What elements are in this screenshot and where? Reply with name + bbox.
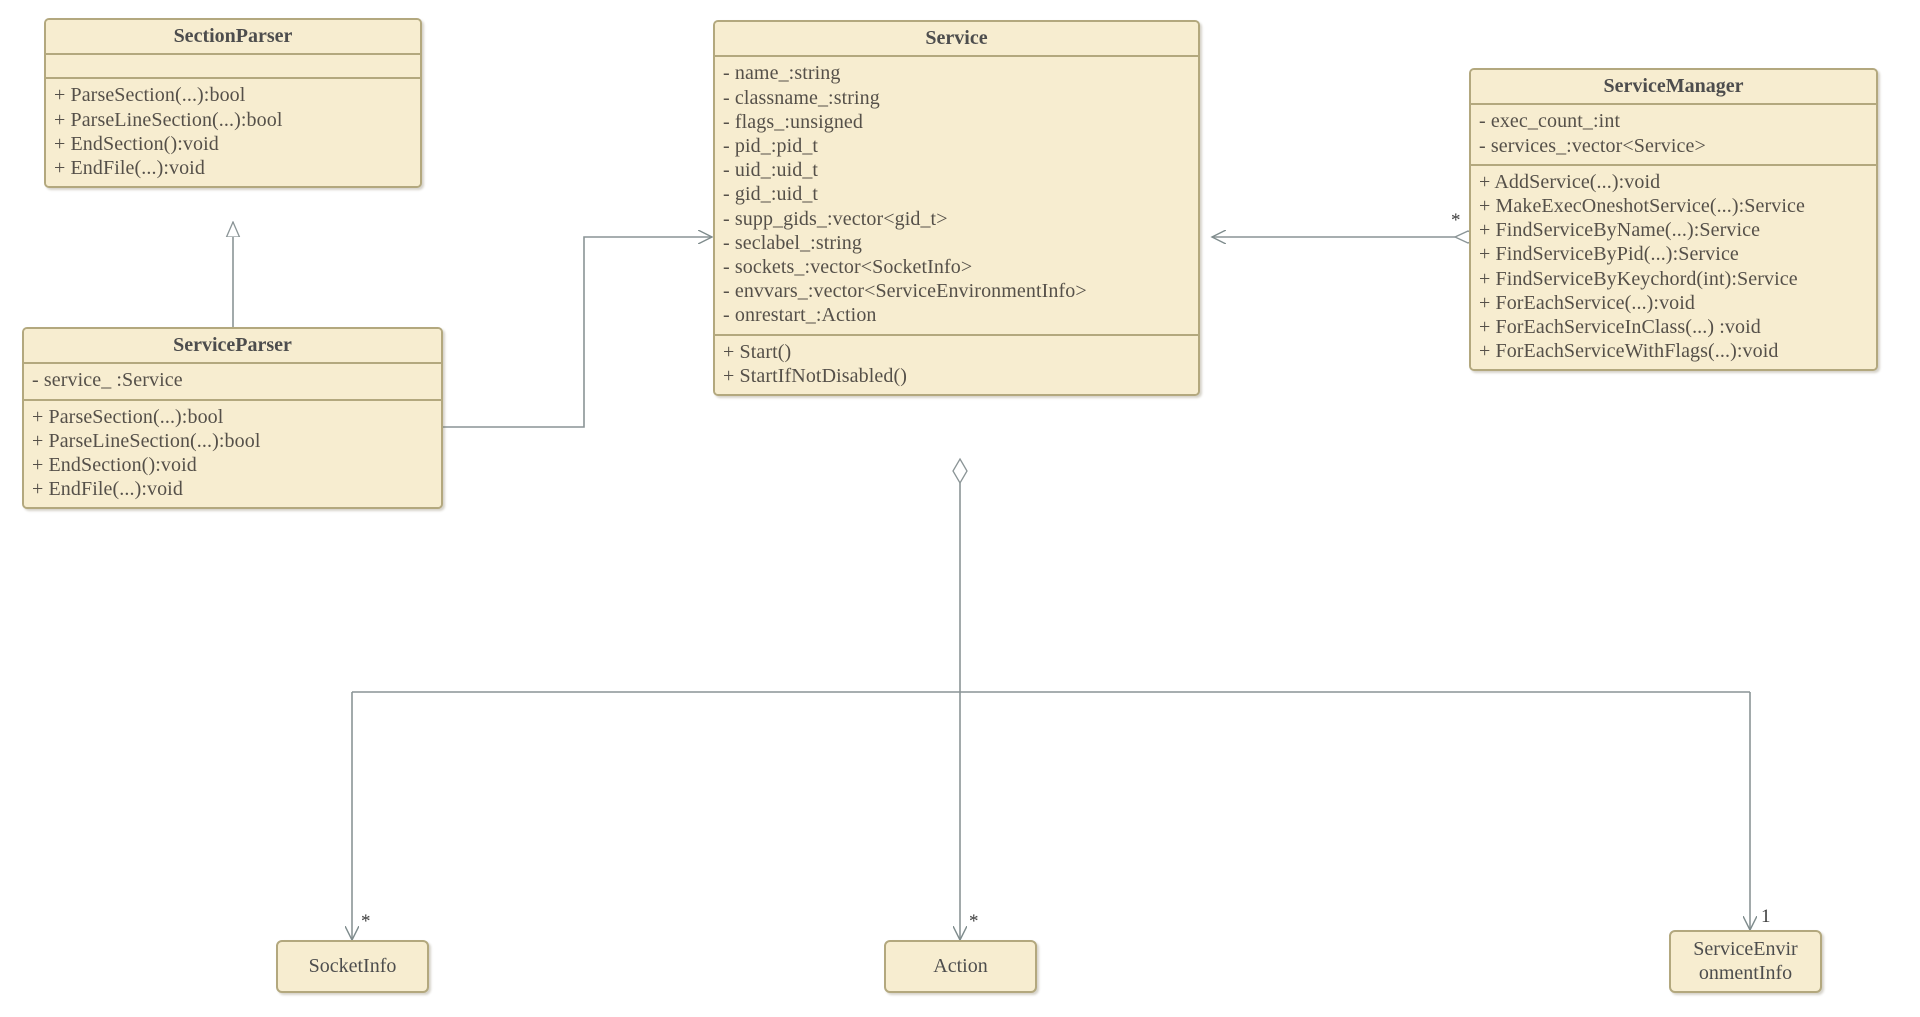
operation-row: + StartIfNotDisabled() xyxy=(723,364,907,387)
edge-servicemanager-aggregates-service xyxy=(1212,231,1483,243)
attribute-row: - flags_:unsigned xyxy=(723,110,864,133)
class-title-sectionparser: SectionParser xyxy=(46,20,420,56)
class-box-serviceparser[interactable]: ServiceParser - service_ :Service + Pars… xyxy=(22,327,443,510)
attribute-row: - seclabel_:string xyxy=(723,231,862,254)
operation-row: + Start() xyxy=(723,340,792,363)
attribute-row: - sockets_:vector<SocketInfo> xyxy=(723,256,973,279)
attribute-row: - classname_:string xyxy=(723,86,880,109)
operation-row: + FindServiceByPid(...):Service xyxy=(1479,243,1739,266)
multiplicity-service-to-socketinfo: * xyxy=(361,911,371,932)
operations-compartment-serviceparser: + ParseSection(...):bool + ParseLineSect… xyxy=(24,400,441,508)
operation-row: + ParseSection(...):bool xyxy=(32,405,224,428)
operation-row: + ParseSection(...):bool xyxy=(54,84,246,107)
attributes-compartment-sectionparser xyxy=(46,55,420,80)
class-title-service: Service xyxy=(715,22,1198,58)
attribute-row: - service_ :Service xyxy=(32,369,183,392)
operation-row: + ParseLineSection(...):bool xyxy=(54,108,283,131)
attribute-row: - services_:vector<Service> xyxy=(1479,134,1706,157)
attribute-row: - uid_:uid_t xyxy=(723,159,819,182)
class-box-sectionparser[interactable]: SectionParser + ParseSection(...):bool +… xyxy=(44,18,422,189)
class-box-serviceenvironmentinfo[interactable]: ServiceEnvir onmentInfo xyxy=(1669,930,1822,993)
operation-row: + EndSection():void xyxy=(54,132,219,155)
attributes-compartment-servicemanager: - exec_count_:int - services_:vector<Ser… xyxy=(1471,105,1876,166)
operation-row: + ForEachServiceInClass(...) :void xyxy=(1479,316,1761,339)
attribute-row: - onrestart_:Action xyxy=(723,304,877,327)
multiplicity-manager-to-service: * xyxy=(1451,210,1461,231)
attributes-compartment-service: - name_:string - classname_:string - fla… xyxy=(715,57,1198,336)
operation-row: + MakeExecOneshotService(...):Service xyxy=(1479,195,1805,217)
operation-row: + FindServiceByKeychord(int):Service xyxy=(1479,267,1798,290)
multiplicity-service-to-envinfo: 1 xyxy=(1761,906,1771,927)
class-title-serviceenvironmentinfo-line2: onmentInfo xyxy=(1698,961,1793,984)
class-title-action: Action xyxy=(933,954,988,977)
multiplicity-service-to-action: * xyxy=(969,911,979,932)
attribute-row: - envvars_:vector<ServiceEnvironmentInfo… xyxy=(723,280,1087,303)
class-title-servicemanager: ServiceManager xyxy=(1471,70,1876,106)
attribute-row: - name_:string xyxy=(723,62,841,85)
attribute-row: - pid_:pid_t xyxy=(723,135,819,157)
edge-service-aggregates-parts xyxy=(352,457,1750,940)
class-box-socketinfo[interactable]: SocketInfo xyxy=(276,940,429,993)
operation-row: + ForEachService(...):void xyxy=(1479,291,1696,314)
operation-row: + AddService(...):void xyxy=(1479,170,1661,193)
class-title-serviceparser: ServiceParser xyxy=(24,329,441,365)
attributes-compartment-serviceparser: - service_ :Service xyxy=(24,364,441,401)
operations-compartment-service: + Start() + StartIfNotDisabled() xyxy=(715,335,1198,395)
attribute-row: - exec_count_:int xyxy=(1479,110,1621,133)
operation-row: + ParseLineSection(...):bool xyxy=(32,429,261,452)
class-title-serviceenvironmentinfo-line1: ServiceEnvir xyxy=(1693,937,1798,960)
operation-row: + EndFile(...):void xyxy=(32,478,183,501)
edge-serviceparser-uses-service xyxy=(443,237,712,428)
attribute-row: - gid_:uid_t xyxy=(723,183,819,206)
class-box-service[interactable]: Service - name_:string - classname_:stri… xyxy=(713,20,1200,397)
operation-row: + EndFile(...):void xyxy=(54,157,205,179)
class-title-socketinfo: SocketInfo xyxy=(308,954,397,977)
class-box-servicemanager[interactable]: ServiceManager - exec_count_:int - servi… xyxy=(1469,68,1878,372)
class-box-action[interactable]: Action xyxy=(884,940,1037,993)
operation-row: + ForEachServiceWithFlags(...):void xyxy=(1479,340,1779,363)
attribute-row: - supp_gids_:vector<gid_t> xyxy=(723,207,948,230)
operations-compartment-servicemanager: + AddService(...):void + MakeExecOneshot… xyxy=(1471,165,1876,370)
operation-row: + EndSection():void xyxy=(32,454,197,476)
operations-compartment-sectionparser: + ParseSection(...):bool + ParseLineSect… xyxy=(46,79,420,187)
operation-row: + FindServiceByName(...):Service xyxy=(1479,219,1761,242)
